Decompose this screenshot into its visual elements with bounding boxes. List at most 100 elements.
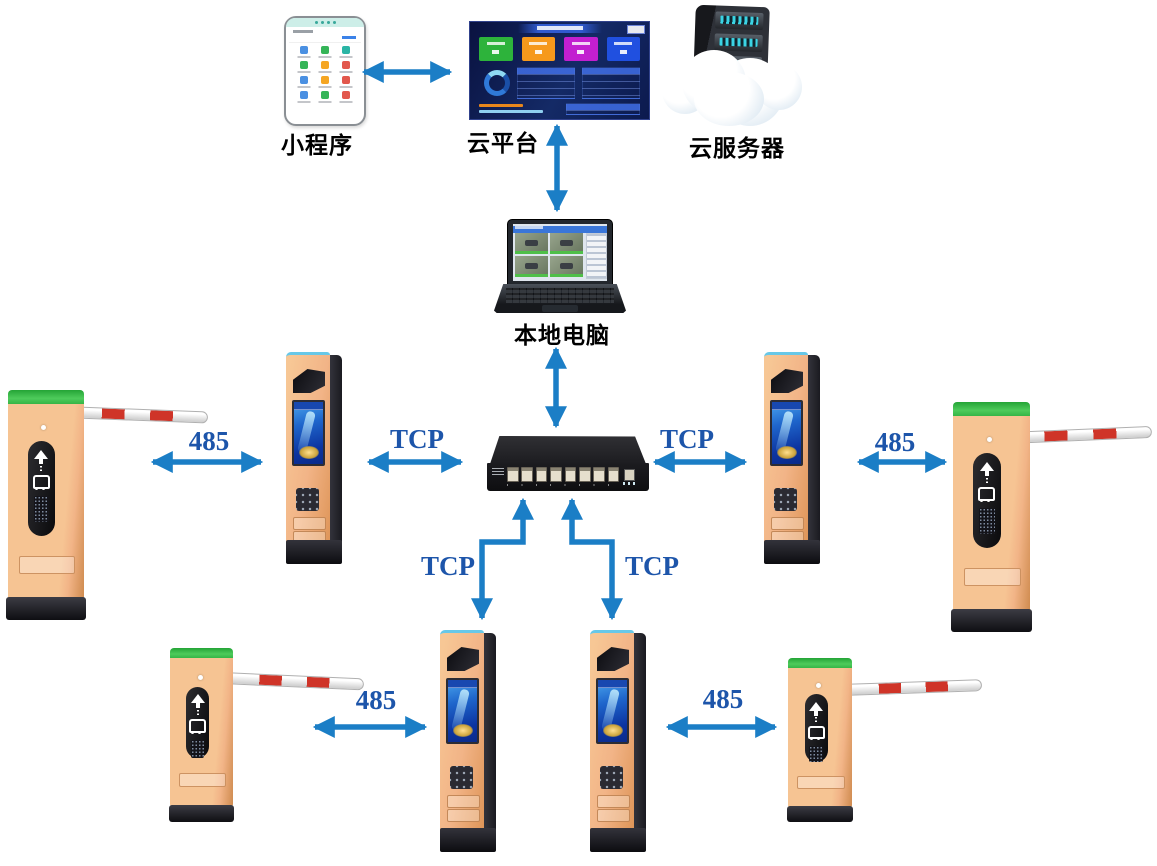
server-bay (714, 33, 763, 53)
switch-front-face (487, 463, 649, 491)
switch-label (492, 467, 504, 475)
lpr-camera-post-right (764, 352, 820, 564)
ethernet-port (564, 467, 577, 482)
boom-arm-bottom-right (841, 679, 983, 696)
boom-arm-left (63, 406, 209, 424)
gate-nameplate (963, 567, 1022, 586)
panel-dots (815, 715, 818, 723)
video-feed (515, 233, 548, 254)
lpr-camera-post-left (286, 352, 342, 564)
barrier-gate-bottom-right (786, 658, 854, 822)
keyboard-keys (506, 288, 614, 303)
keypad (450, 766, 473, 789)
trackpad (542, 305, 578, 312)
dashboard-kpi-row (479, 37, 640, 61)
mini-program-phone (284, 16, 366, 126)
link-label-tcp-bottom-left: TCP (421, 551, 475, 581)
keypad (600, 766, 623, 789)
panel-dots (40, 463, 43, 472)
post-display-screen (292, 400, 325, 466)
donut-chart (484, 70, 510, 96)
cloud-platform-label: 云平台 (467, 131, 539, 157)
indicator-dot (41, 425, 47, 431)
gate-nameplate (178, 772, 227, 787)
arrow-switch-post-bottom-left (471, 497, 534, 621)
cloud-platform-screen (469, 21, 650, 120)
video-feed (550, 233, 583, 254)
ethernet-port (593, 467, 605, 482)
app-icon (342, 91, 351, 99)
app-icon (299, 91, 308, 99)
app-icon (342, 61, 351, 69)
barrier-gate-bottom-left (168, 648, 235, 822)
post-side-panel (805, 355, 820, 558)
dashboard-bottom-row (479, 103, 640, 115)
keypad (296, 488, 319, 511)
kpi-card (479, 37, 513, 61)
phone-speaker (286, 18, 364, 27)
post-base (764, 540, 820, 564)
car-icon (189, 718, 207, 734)
gate-cabinet (170, 656, 233, 807)
switch-ports (507, 467, 620, 482)
panel-dots (985, 475, 988, 484)
link-label-tcp-right: TCP (660, 424, 714, 454)
phone-header (289, 27, 361, 43)
progress-bars (479, 103, 559, 115)
software-side-panel (586, 233, 607, 279)
indicator-dot (816, 683, 822, 689)
card-slot (447, 795, 480, 808)
ethernet-port (535, 467, 548, 482)
arrow-switch-post-bottom-right (561, 497, 623, 621)
gate-top-strip (788, 658, 852, 668)
link-label-tcp-bottom-right: TCP (625, 551, 679, 581)
card-slot (771, 517, 804, 530)
gate-cabinet (788, 666, 852, 808)
keypad (774, 488, 797, 511)
monitoring-software (513, 224, 607, 281)
app-icon (299, 46, 308, 54)
dashboard-table (517, 67, 575, 99)
kpi-card (606, 37, 640, 61)
app-icon (320, 91, 329, 99)
app-icon (320, 61, 329, 69)
gate-led-panel (186, 686, 210, 759)
gate-nameplate (18, 555, 76, 574)
gate-base (786, 805, 854, 822)
post-base (590, 828, 646, 852)
dashboard-middle-row (479, 67, 640, 99)
post-display-screen (596, 678, 629, 744)
video-feed (515, 256, 548, 277)
network-switch (487, 436, 649, 494)
gate-led-panel (804, 694, 828, 763)
gate-top-strip (170, 648, 233, 659)
lpr-camera-post-bottom-left (440, 630, 496, 852)
post-side-panel (481, 633, 496, 846)
led-grille (33, 496, 50, 522)
app-icon (342, 76, 351, 84)
ethernet-port (578, 467, 591, 482)
led-grille (978, 508, 995, 534)
link-label-tcp-left: TCP (390, 424, 444, 454)
lpr-camera-post-bottom-right (590, 630, 646, 852)
card-slot (447, 809, 480, 822)
status-leds (623, 482, 637, 485)
cloud-shape (694, 72, 764, 126)
post-side-panel (631, 633, 646, 846)
link-label-485-bottom-left: 485 (355, 685, 397, 715)
app-icon (299, 76, 308, 84)
led-grille (191, 739, 205, 759)
app-icon (320, 46, 329, 54)
kpi-card (564, 37, 598, 61)
camera-video-grid (515, 233, 583, 277)
card-slot (293, 517, 326, 530)
gate-base (168, 804, 235, 822)
indicator-dot (197, 674, 203, 680)
mini-program-label: 小程序 (281, 133, 353, 159)
up-arrow-icon (979, 462, 994, 477)
video-feed (550, 256, 583, 277)
ethernet-port (550, 467, 562, 482)
up-arrow-icon (190, 694, 205, 709)
car-icon (807, 726, 825, 740)
dashboard-table (565, 103, 640, 115)
